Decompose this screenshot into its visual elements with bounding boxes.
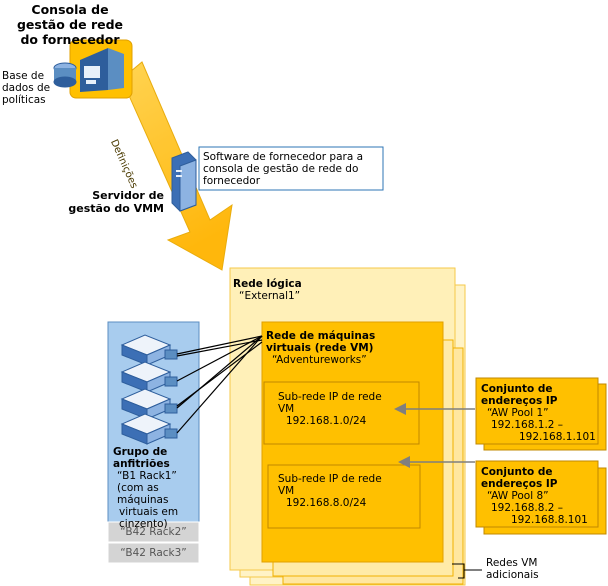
vendor-console-line3: do fornecedor [20, 32, 120, 47]
pool-1-range2: 192.168.1.101 [519, 431, 596, 443]
vendor-console-label: Consola de gestão de rede do fornecedor [0, 2, 140, 47]
vm-icon-1 [164, 349, 178, 360]
pool-2-line1: Conjunto de [481, 466, 553, 478]
pool-2-line2: endereços IP [481, 478, 558, 490]
vendor-software-line3: fornecedor [203, 175, 261, 187]
host-group-note1: (com as máquinas [117, 482, 169, 506]
host-server-icon-4 [120, 413, 172, 445]
subnet-2-address: 192.168.8.0/24 [286, 497, 367, 509]
pool-1-name: “AW Pool 1” [487, 407, 549, 419]
additional-networks-bracket [452, 563, 465, 579]
vm-connection-lines [176, 335, 263, 434]
subnet-1-address: 192.168.1.0/24 [286, 415, 367, 427]
logical-network-title: Rede lógica [233, 278, 302, 290]
subnet-1-label: Sub-rede IP de rede VM 192.168.1.0/24 [278, 391, 416, 427]
pool-2-name: “AW Pool 8” [487, 490, 549, 502]
policy-database-icon [53, 62, 77, 88]
host-server-icon-1 [120, 334, 172, 366]
pool-2-box [475, 460, 599, 528]
rack2-label: “B42 Rack2” [120, 526, 187, 538]
vm-network-label: Rede de máquinas virtuais (rede VM) “Adv… [266, 330, 441, 366]
policy-db-line2: dados de [2, 82, 51, 94]
pool-2-range1: 192.168.8.2 – [491, 502, 564, 514]
subnet-2-label: Sub-rede IP de rede VM 192.168.8.0/24 [278, 473, 416, 509]
subnet-1-box [263, 381, 420, 445]
vm-network-line2: virtuais (rede VM) [266, 342, 374, 354]
logical-network-label: Rede lógica “External1” [233, 278, 433, 302]
host-group-line2: anfitriões [113, 458, 170, 470]
host-group-line1: Grupo de [113, 446, 168, 458]
subnet-2-line2: VM [278, 485, 295, 497]
host-group-note3: cinzento) [119, 518, 168, 530]
additional-vm-networks-line1: Redes VM [486, 557, 538, 569]
rack2-box [107, 521, 200, 543]
vendor-console-server-icon [69, 39, 133, 99]
vm-icon-3 [164, 403, 178, 414]
subnet-1-line2: VM [278, 403, 295, 415]
logical-network-name: “External1” [239, 290, 301, 302]
vm-icon-2 [164, 376, 178, 387]
vmm-server-line2: gestão do VMM [68, 202, 164, 215]
pool-1-line1: Conjunto de [481, 383, 553, 395]
policy-db-line1: Base de [2, 70, 45, 82]
policy-db-label: Base de dados de políticas [2, 70, 58, 106]
pool-1-range1: 192.168.1.2 – [491, 419, 564, 431]
vm-icon-4 [164, 428, 178, 439]
pool-2-label: Conjunto de endereços IP “AW Pool 8” 192… [481, 466, 599, 526]
vmm-server-icon [171, 151, 197, 212]
pool-1-box [475, 377, 599, 445]
host-group-label: Grupo de anfitriões “B1 Rack1” (com as m… [113, 446, 199, 530]
vendor-software-line2: consola de gestão de rede do [203, 163, 359, 175]
subnet-1-line1: Sub-rede IP de rede [278, 391, 382, 403]
policy-db-line3: políticas [2, 94, 46, 106]
rack3-label: “B42 Rack3” [120, 547, 187, 559]
rack3-box [107, 542, 200, 564]
pool-2-range2: 192.168.8.101 [511, 514, 588, 526]
host-server-icon-2 [120, 361, 172, 393]
vmm-server-line1: Servidor de [92, 189, 164, 202]
vendor-software-box [198, 146, 384, 191]
vm-network-line1: Rede de máquinas [266, 330, 376, 342]
subnet-2-box [267, 464, 421, 529]
vm-network-name: “Adventureworks” [272, 354, 367, 366]
vendor-console-line1: Consola de [31, 2, 109, 17]
vendor-console-line2: gestão de rede [16, 17, 124, 32]
host-group-name: “B1 Rack1” [117, 470, 177, 482]
subnet-2-line1: Sub-rede IP de rede [278, 473, 382, 485]
additional-vm-networks-label: Redes VM adicionais [486, 557, 556, 581]
vmm-server-label: Servidor de gestão do VMM [64, 189, 164, 215]
vendor-software-line1: Software de fornecedor para a [203, 151, 364, 163]
pool-1-label: Conjunto de endereços IP “AW Pool 1” 192… [481, 383, 599, 443]
vendor-software-label: Software de fornecedor para a consola de… [203, 151, 381, 187]
pool-1-line2: endereços IP [481, 395, 558, 407]
additional-vm-networks-line2: adicionais [486, 569, 539, 581]
host-group-note2: virtuais em [119, 506, 179, 518]
